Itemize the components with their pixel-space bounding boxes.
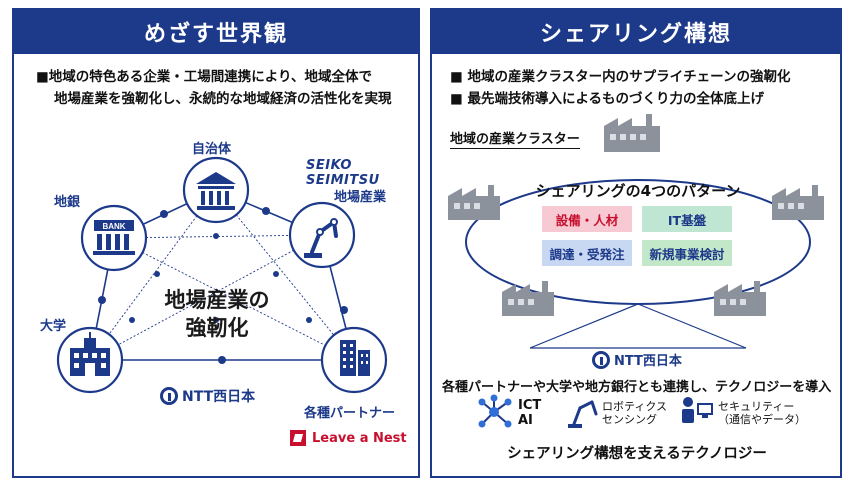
sharing-header: シェアリング構想 [432,10,840,54]
tech-ict-line1: ICT [518,398,542,413]
leave-a-nest-text: Leave a Nest [312,430,407,446]
node-daigaku [56,326,124,394]
security-person-icon [682,397,713,423]
factory-icon-bottom-left [502,281,554,316]
sharing-bullet-line1: ■ 地域の産業クラスター内のサプライチェーンの強靭化 [450,69,791,85]
leave-a-nest-mark-icon [290,430,306,446]
label-chigin: 地銀 [54,195,81,210]
pattern-title: シェアリングの4つのパターン [535,182,741,200]
sharing-panel: シェアリング構想 ■ 地域の産業クラスター内のサプライチェーンの強靭化 ■ 最先… [430,8,842,478]
factory-icon-bottom-right [714,281,766,316]
ntt-mark-icon-right [592,350,610,369]
label-jichitai: 自治体 [192,142,232,157]
tech-robo-line2: センシング [602,413,657,426]
tech-robo-line1: ロボティクス [602,400,668,413]
government-building-icon [196,172,236,210]
center-title-line2: 強靭化 [185,316,249,340]
tech-sec-line1: セキュリティー [718,400,795,413]
tech-ict-line2: AI [518,413,533,428]
pattern-it-infra: IT基盤 [642,206,732,232]
label-partners: 各種パートナー [304,406,396,421]
bank-icon [93,220,135,255]
seiko-seimitsu-logo: SEIKO SEIMITSU [306,158,380,188]
tech-robotics: ロボティクス センシング [602,400,667,426]
sharing-bullet-line2: ■ 最先端技術導入によるものづくり力の全体底上げ [450,91,765,107]
cluster-title: 地域の産業クラスター [450,128,580,149]
ntt-west-logo-right: NTT西日本 [592,350,682,369]
pattern-new-business: 新規事業検討 [642,240,732,266]
ntt-west-text-left: NTT西日本 [182,389,256,405]
node-jichitai [182,156,250,224]
vision-bullet-line1: ■地域の特色ある企業・工場間連携により、地域全体で [36,69,372,85]
label-daigaku: 大学 [40,319,67,334]
network-diagram: BANK [56,156,388,394]
center-title-line1: 地場産業の [164,288,270,312]
ntt-mark-icon [160,387,178,405]
pattern-procurement: 調達・受発注 [542,240,632,266]
leave-a-nest-logo: Leave a Nest [290,430,407,446]
vision-header: めざす世界観 [14,10,418,54]
tech-footer-title: シェアリング構想を支えるテクノロジー [507,446,767,462]
cluster-diagram [448,114,824,428]
vision-bullet-line2: 地場産業を強靭化し、永続的な地域経済の活性化を実現 [54,91,392,107]
partner-line: 各種パートナーや大学や地方銀行とも連携し、テクノロジーを導入 [442,380,832,395]
ntt-connector [529,303,747,349]
node-partners [320,326,388,394]
vision-bullets: ■地域の特色ある企業・工場間連携により、地域全体で 地場産業を強靭化し、永続的な… [36,66,392,110]
ntt-west-logo-left: NTT西日本 [160,386,255,406]
ntt-west-text-right: NTT西日本 [614,354,682,369]
robotics-arm-icon [572,400,598,426]
sharing-bullets: ■ 地域の産業クラスター内のサプライチェーンの強靭化 ■ 最先端技術導入によるも… [450,66,791,110]
tech-sec-line2: （通信やデータ） [718,413,806,426]
network-dots [98,207,348,364]
tech-security: セキュリティー （通信やデータ） [718,400,806,426]
factory-icon-top [604,114,660,152]
node-chigin: BANK [80,204,148,272]
vision-panel: めざす世界観 ■地域の特色ある企業・工場間連携により、地域全体で 地場産業を強靭… [12,8,420,478]
bank-sign-text: BANK [102,222,125,231]
factory-icon-right [772,185,824,220]
label-jiba-sangyo: 地場産業 [334,190,387,205]
factory-icon-left [448,185,500,220]
pattern-equipment-staff: 設備・人材 [542,206,632,232]
network-nodes-dots [478,394,512,428]
node-jiba-sangyo [288,201,356,269]
tech-ict: ICT AI [518,398,541,428]
center-title: 地場産業の 強靭化 [152,286,282,342]
